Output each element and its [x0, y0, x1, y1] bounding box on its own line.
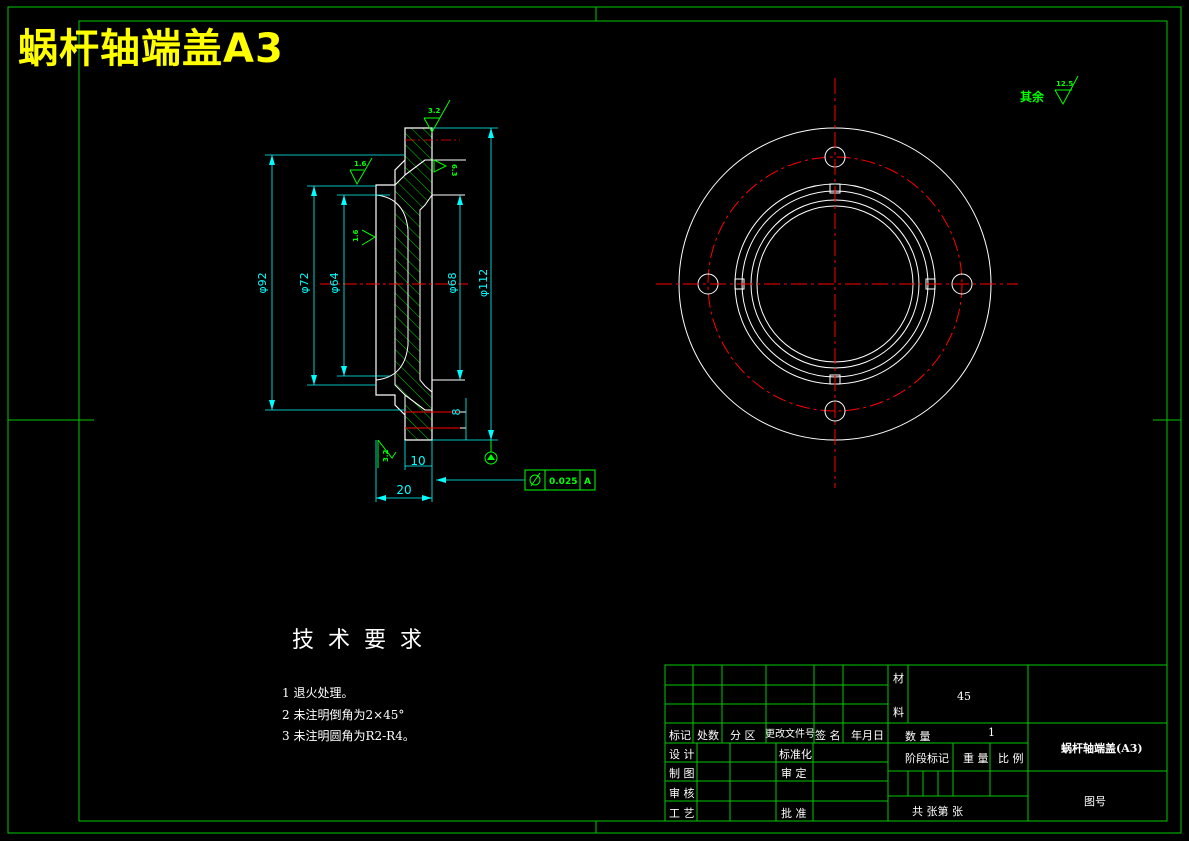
row-draft: 制 图 — [669, 767, 695, 780]
tech-requirement-item: 3 未注明圆角为R2-R4。 — [282, 729, 415, 743]
roughness-label-1: 3.2 — [428, 107, 441, 115]
part-name: 蜗杆轴端盖(A3) — [1061, 742, 1143, 755]
tech-requirements-heading: 技术要求 — [292, 628, 437, 653]
tech-requirement-item: 2 未注明倒角为2×45° — [282, 708, 405, 722]
dim-w20: 20 — [396, 483, 411, 497]
dim-d64: φ64 — [328, 272, 341, 293]
tolerance-frame — [524, 469, 596, 491]
quantity-label: 数 量 — [905, 730, 931, 743]
drawing-number-label: 图号 — [1084, 795, 1106, 808]
scale-label: 比 例 — [998, 752, 1024, 765]
rest-roughness-label: 其余 — [1020, 89, 1045, 104]
roughness-label-2: 1.6 — [354, 160, 367, 168]
row-approve: 批 准 — [781, 807, 807, 820]
sheet-border — [7, 6, 1182, 834]
roughness-label-4: 1.6 — [352, 229, 360, 242]
dim-d112: φ112 — [477, 269, 490, 297]
header-count: 处数 — [697, 729, 719, 742]
dim-d68: φ68 — [446, 272, 459, 293]
material-label-1: 材 — [893, 672, 904, 685]
sheet-count: 共 张第 张 — [912, 805, 963, 818]
header-mark: 标记 — [669, 729, 691, 742]
rest-roughness-value: 12.5 — [1056, 80, 1073, 88]
header-change-doc: 更改文件号 — [765, 729, 815, 740]
tolerance-value: 0.025 — [549, 477, 577, 487]
web-upper — [394, 159, 433, 411]
header-signature: 签 名 — [815, 729, 841, 742]
material-value: 45 — [957, 690, 971, 703]
section-view — [265, 75, 1079, 502]
header-zone: 分 区 — [730, 729, 756, 742]
weight-label: 重 量 — [963, 752, 989, 765]
dim-w10: 10 — [410, 454, 425, 468]
row-approve-final: 审 定 — [781, 767, 807, 780]
row-design: 设 计 — [669, 748, 695, 761]
title-block — [664, 664, 1168, 822]
row-check: 审 核 — [669, 787, 695, 800]
dim-w8: 8 — [450, 409, 463, 416]
dim-d72: φ72 — [298, 272, 311, 293]
roughness-label-3: 6.3 — [450, 164, 458, 177]
material-label-2: 料 — [893, 706, 904, 719]
dim-d92: φ92 — [256, 272, 269, 293]
header-date: 年月日 — [851, 729, 884, 742]
stage-mark-label: 阶段标记 — [905, 752, 949, 765]
row-process: 工 艺 — [669, 807, 695, 820]
row-standard: 标准化 — [779, 748, 812, 761]
tolerance-datum: A — [584, 477, 591, 487]
drawing-title: 蜗杆轴端盖A3 — [18, 26, 284, 72]
roughness-label-5: 3.2 — [382, 449, 390, 462]
quantity-value: 1 — [988, 726, 995, 739]
tech-requirement-item: 1 退火处理。 — [282, 686, 354, 700]
datum-symbol — [484, 440, 498, 465]
